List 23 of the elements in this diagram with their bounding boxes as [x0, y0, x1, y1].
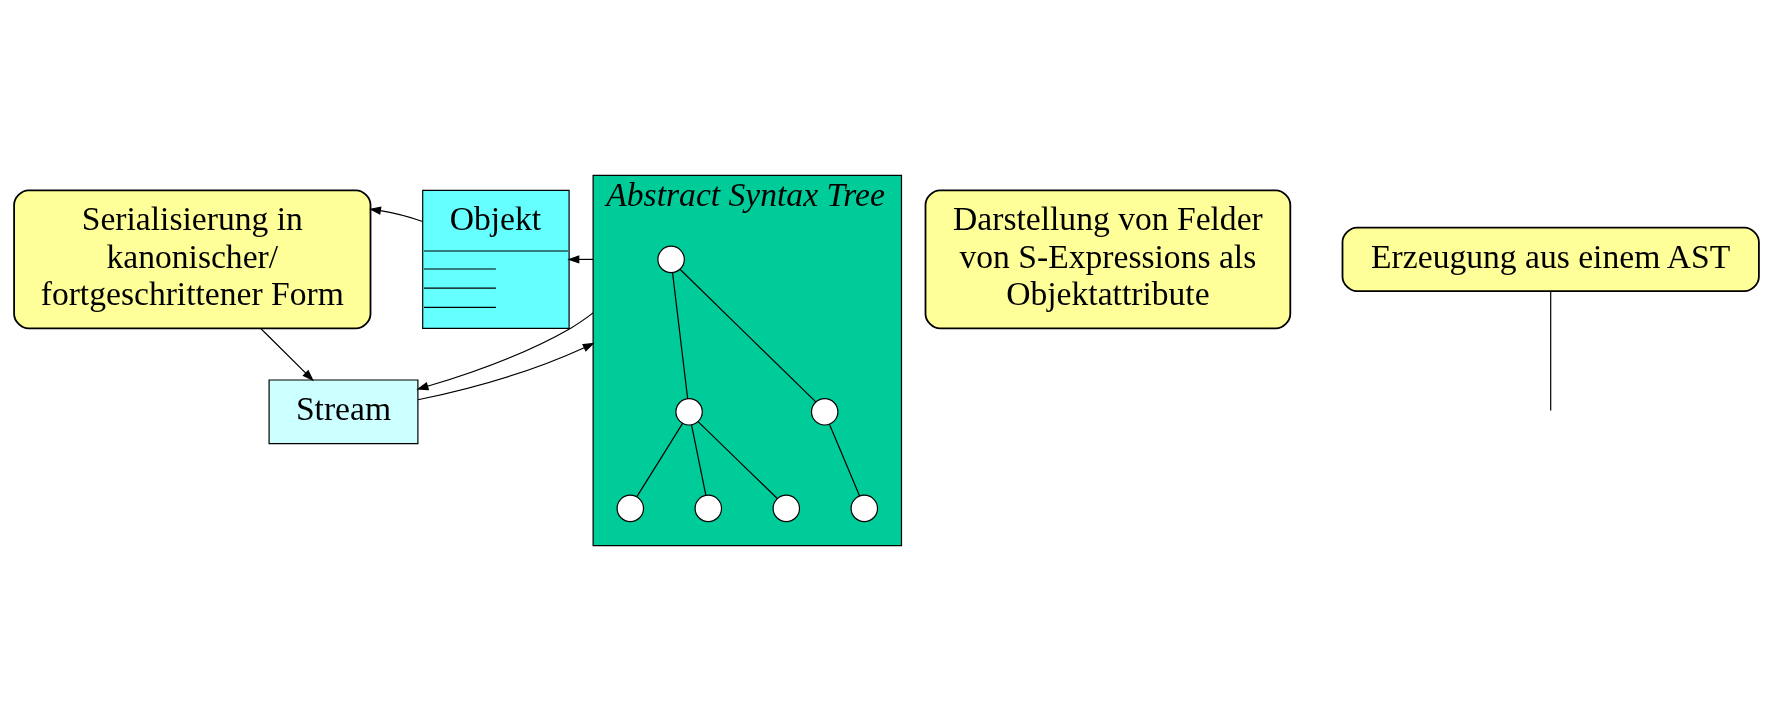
cluster: Abstract Syntax Tree	[592, 174, 903, 546]
connector	[690, 423, 707, 496]
node-box: Serialisierung in kanonischer/ fortgeschrittener Form	[13, 189, 372, 329]
node-circle	[675, 397, 703, 426]
connector	[679, 268, 817, 402]
arrow	[260, 327, 314, 381]
connector	[672, 271, 689, 399]
node-box: Stream	[268, 378, 419, 444]
connector	[636, 422, 684, 497]
arrow	[417, 342, 595, 400]
connector	[828, 423, 861, 497]
connector	[697, 420, 778, 499]
node-circle	[850, 494, 879, 522]
node-circle	[657, 245, 685, 273]
arrow	[416, 311, 594, 390]
node-box: Erzeugung aus einem AST	[1341, 226, 1760, 292]
node-circle	[810, 397, 839, 426]
node-circle	[772, 494, 801, 522]
node-circle	[616, 494, 645, 522]
arrow	[369, 206, 424, 222]
connector	[1550, 290, 1552, 411]
node-box: Darstellung von Felder von S-Expressions als Objektattribute	[924, 189, 1292, 329]
node-circle	[694, 494, 723, 522]
